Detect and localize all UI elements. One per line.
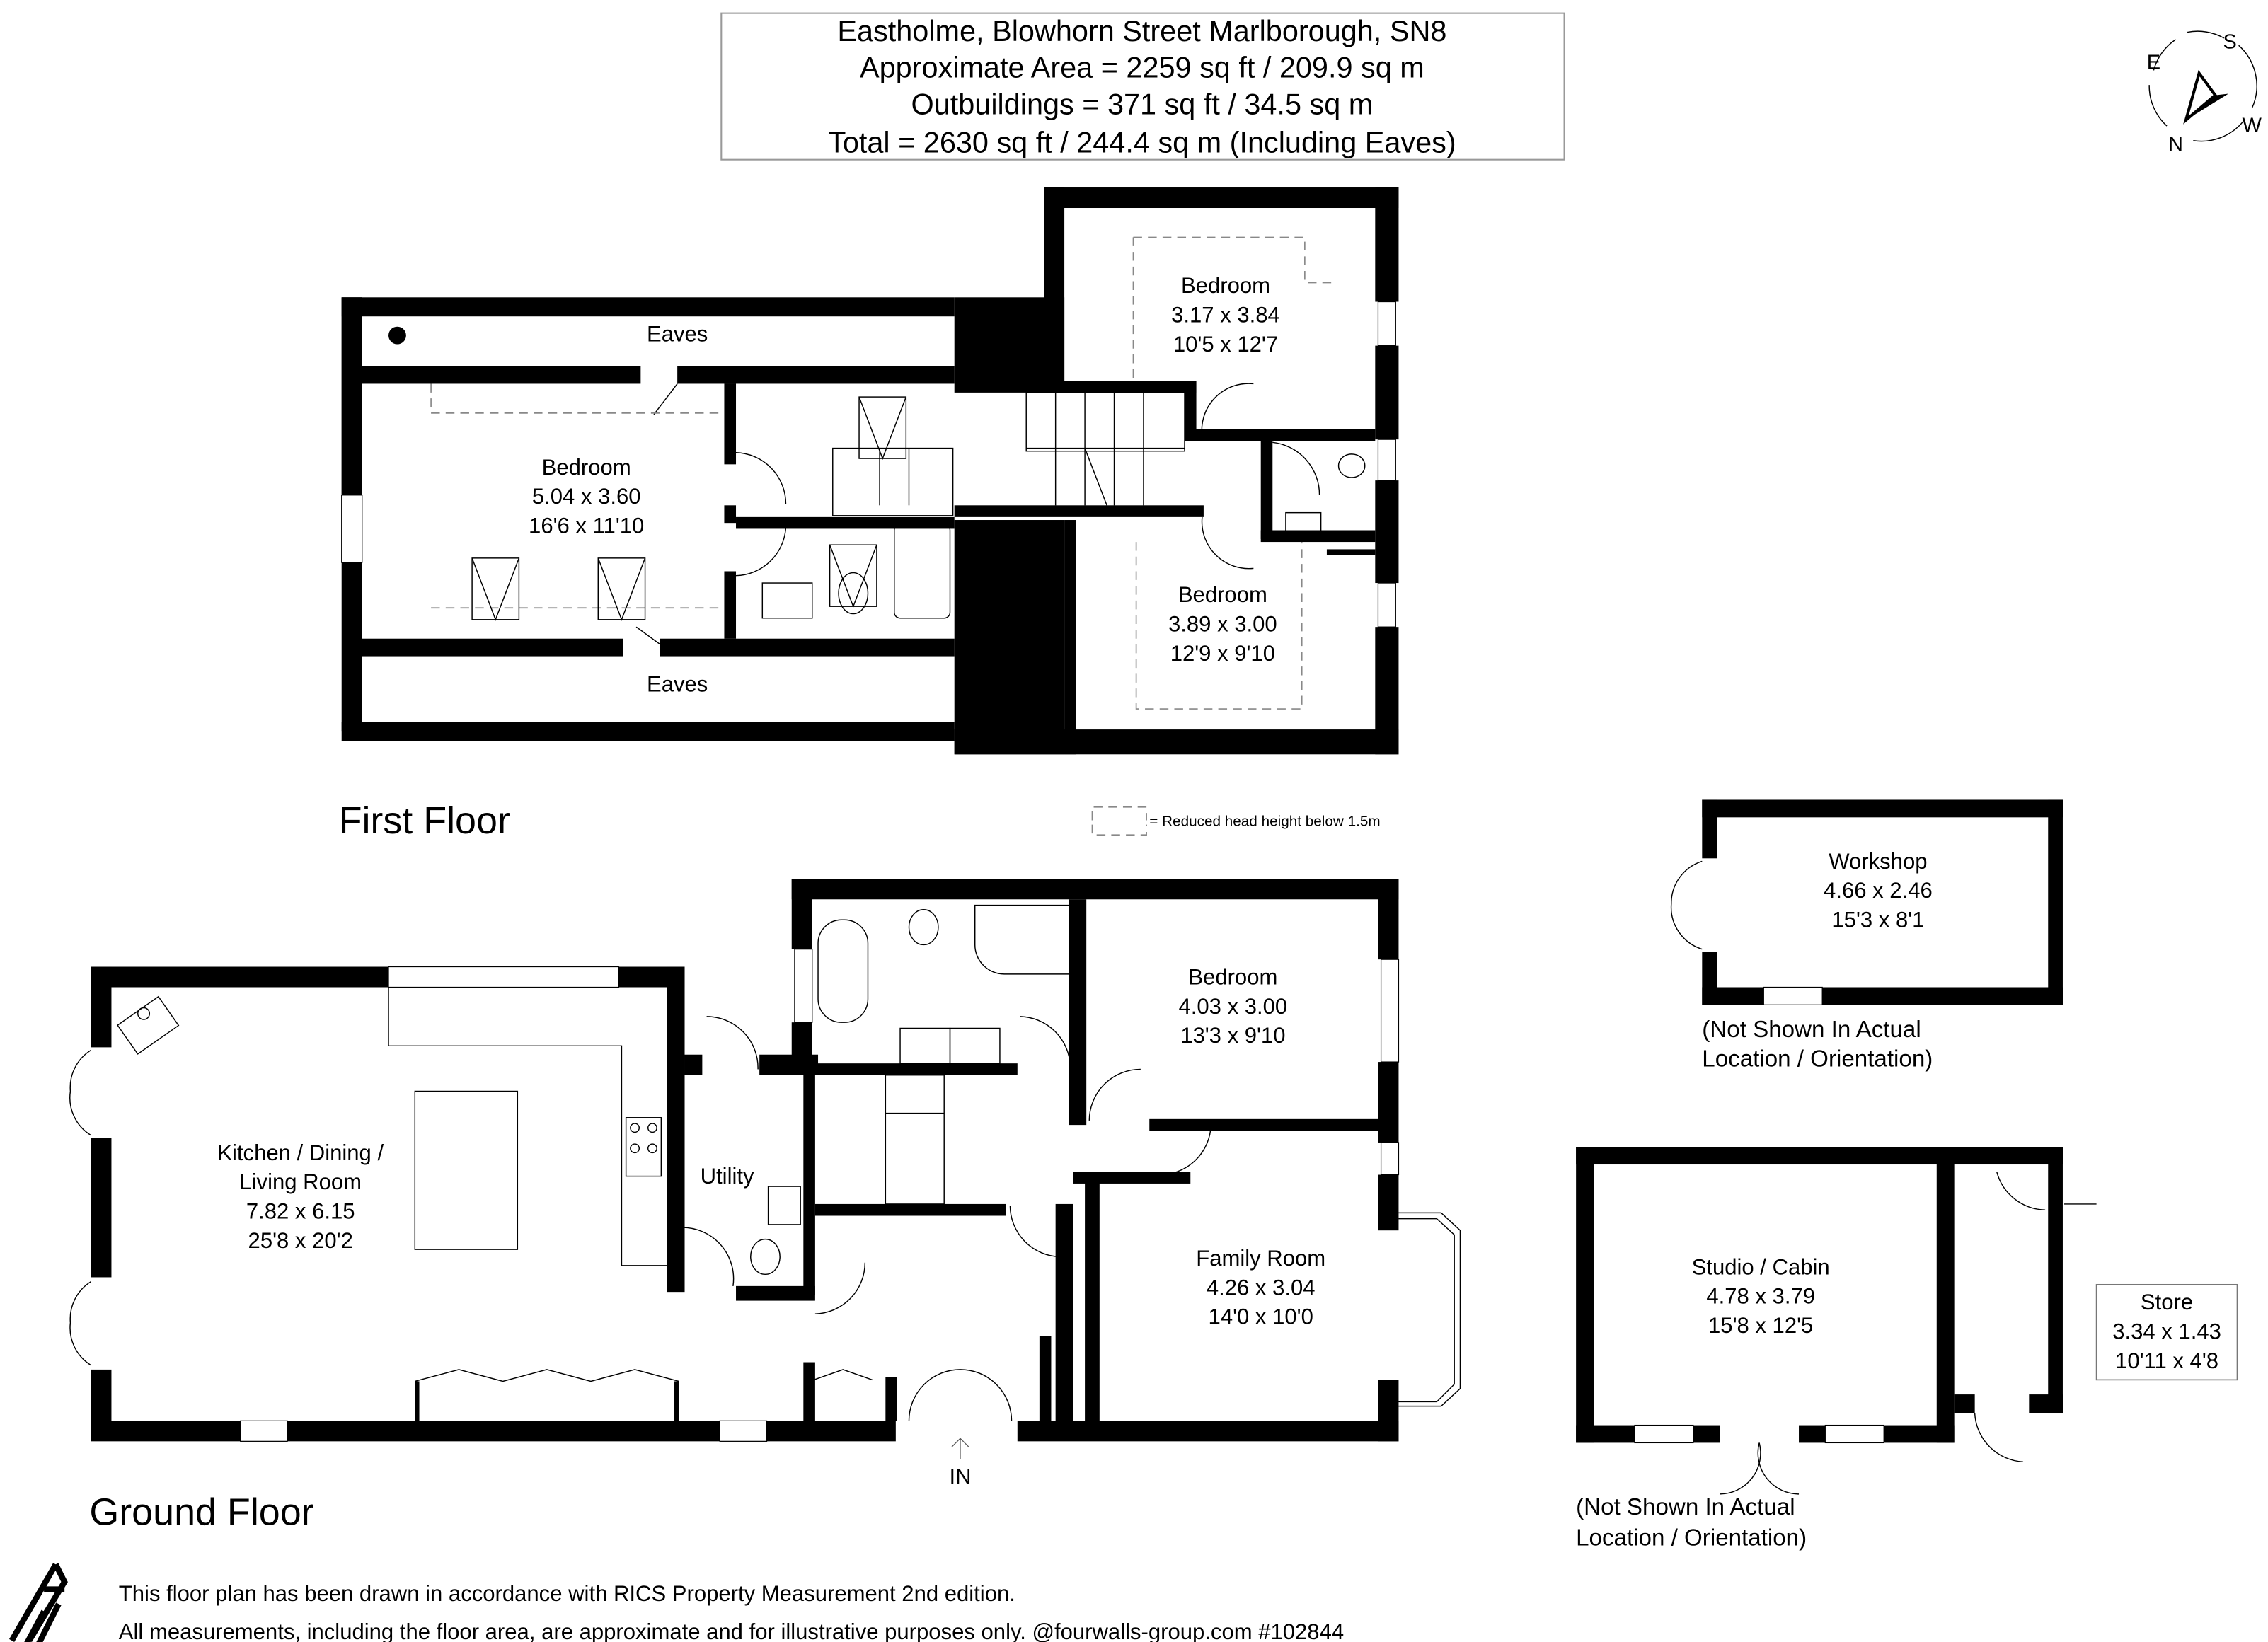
room-dimensions-metric: 3.89 x 3.00 xyxy=(1168,611,1277,636)
ground-floor-label: Ground Floor xyxy=(89,1491,313,1533)
legend-text: = Reduced head height below 1.5m xyxy=(1149,814,1380,830)
compass-w-label: W xyxy=(2243,114,2262,137)
room-name: Bedroom xyxy=(1181,273,1270,298)
studio-imperial: 15'8 x 12'5 xyxy=(1708,1313,1813,1338)
kitchen-island xyxy=(414,1090,519,1250)
compass-s-label: S xyxy=(2223,30,2236,53)
studio-note-line1: (Not Shown In Actual xyxy=(1576,1494,1795,1520)
workshop-note-line2: Location / Orientation) xyxy=(1702,1046,1933,1072)
header-box: Eastholme, Blowhorn Street Marlborough, … xyxy=(720,12,1565,161)
workshop-plan: Workshop 4.66 x 2.46 15'3 x 8'1 (Not Sho… xyxy=(1670,799,2063,1072)
compass-n-label: N xyxy=(2168,133,2183,156)
staircase xyxy=(832,392,1185,516)
room-dimensions-metric: 4.03 x 3.00 xyxy=(1178,994,1287,1019)
toilet-icon xyxy=(838,572,869,615)
toilet-icon xyxy=(1337,453,1366,478)
room-name: Bedroom xyxy=(542,455,631,480)
studio-metric: 4.78 x 3.79 xyxy=(1706,1284,1815,1309)
footer-line1: This floor plan has been drawn in accord… xyxy=(119,1581,1015,1606)
studio-name: Studio / Cabin xyxy=(1692,1254,1830,1279)
room-bedroom-ground: Bedroom 4.03 x 3.00 13'3 x 9'10 xyxy=(1178,964,1287,1048)
hob-icon xyxy=(625,1117,662,1177)
toilet-icon xyxy=(908,909,939,946)
bath-icon xyxy=(817,919,869,1023)
room-dimensions-imperial: 16'6 x 11'10 xyxy=(529,514,644,538)
entrance-arrow-icon xyxy=(951,1438,969,1459)
room-dimensions-metric: 3.17 x 3.84 xyxy=(1171,303,1280,328)
workshop-name: Workshop xyxy=(1829,849,1927,874)
room-name: Family Room xyxy=(1196,1246,1325,1271)
sink-icon xyxy=(1285,511,1322,534)
room-dimensions-metric: 4.26 x 3.04 xyxy=(1207,1275,1316,1300)
sink-icon xyxy=(949,1027,1001,1064)
header-total: Total = 2630 sq ft / 244.4 sq m (Includi… xyxy=(828,126,1456,158)
sink-icon xyxy=(899,1027,951,1064)
sink-icon xyxy=(767,1186,801,1225)
store-name: Store xyxy=(2141,1290,2193,1314)
first-floor-label: First Floor xyxy=(339,799,510,842)
compass-icon: S E W N xyxy=(2147,30,2262,156)
header-outbuildings: Outbuildings = 371 sq ft / 34.5 sq m xyxy=(911,88,1374,121)
header-address: Eastholme, Blowhorn Street Marlborough, … xyxy=(837,15,1446,47)
shower-icon xyxy=(974,904,1078,975)
room-dimensions-imperial: 14'0 x 10'0 xyxy=(1209,1305,1313,1329)
room-bedroom-3: Bedroom 3.89 x 3.00 12'9 x 9'10 xyxy=(1168,582,1277,666)
legend: = Reduced head height below 1.5m xyxy=(1091,806,1381,836)
room-dimensions-imperial: 10'5 x 12'7 xyxy=(1173,332,1278,357)
workshop-imperial: 15'3 x 8'1 xyxy=(1831,908,1924,932)
ground-floor-plan: IN Kitchen / Dining / Living Room 7.82 x… xyxy=(69,879,1461,1533)
room-family-room: Family Room 4.26 x 3.04 14'0 x 10'0 xyxy=(1196,1246,1325,1329)
compass-e-label: E xyxy=(2147,51,2160,74)
room-dimensions-imperial: 25'8 x 20'2 xyxy=(248,1228,353,1253)
room-bedroom-2: Bedroom 3.17 x 3.84 10'5 x 12'7 xyxy=(1171,273,1280,357)
room-utility: Utility xyxy=(701,1164,754,1189)
studio-store-plan: Studio / Cabin 4.78 x 3.79 15'8 x 12'5 (… xyxy=(1576,1147,2238,1551)
room-name-line2: Living Room xyxy=(239,1169,362,1194)
room-dimensions-metric: 5.04 x 3.60 xyxy=(532,484,641,509)
footer: This floor plan has been drawn in accord… xyxy=(8,1563,1344,1642)
header-approx-area: Approximate Area = 2259 sq ft / 209.9 sq… xyxy=(860,52,1424,84)
room-kitchen-dining-living: Kitchen / Dining / Living Room 7.82 x 6.… xyxy=(217,1140,384,1253)
toilet-icon xyxy=(750,1238,781,1276)
skylights xyxy=(471,396,907,621)
room-dimensions-imperial: 12'9 x 9'10 xyxy=(1170,641,1275,666)
room-name-line1: Kitchen / Dining / xyxy=(217,1140,384,1165)
entrance-label: IN xyxy=(949,1464,971,1488)
room-name: Bedroom xyxy=(1178,582,1267,607)
flue-icon xyxy=(388,326,406,345)
eaves-top-label: Eaves xyxy=(647,321,708,346)
footer-line2: All measurements, including the floor ar… xyxy=(119,1619,1344,1642)
sink-icon xyxy=(761,582,813,619)
store-metric: 3.34 x 1.43 xyxy=(2112,1319,2221,1343)
workshop-note-line1: (Not Shown In Actual xyxy=(1702,1017,1921,1043)
room-bedroom-1: Bedroom 5.04 x 3.60 16'6 x 11'10 xyxy=(529,455,644,538)
room-dimensions-imperial: 13'3 x 9'10 xyxy=(1180,1023,1285,1048)
eaves-bottom-label: Eaves xyxy=(647,671,708,696)
stove-icon xyxy=(117,995,180,1055)
fourwalls-logo-icon xyxy=(8,1563,68,1642)
bath-icon xyxy=(894,524,951,619)
store-imperial: 10'11 x 4'8 xyxy=(2115,1348,2218,1373)
room-dimensions-metric: 7.82 x 6.15 xyxy=(246,1199,355,1224)
workshop-metric: 4.66 x 2.46 xyxy=(1824,878,1933,903)
studio-note-line2: Location / Orientation) xyxy=(1576,1525,1807,1551)
first-floor-plan: Eaves Eaves Bedroom 5.04 x 3.60 16'6 x 1… xyxy=(339,187,1399,842)
room-name: Bedroom xyxy=(1188,964,1277,989)
